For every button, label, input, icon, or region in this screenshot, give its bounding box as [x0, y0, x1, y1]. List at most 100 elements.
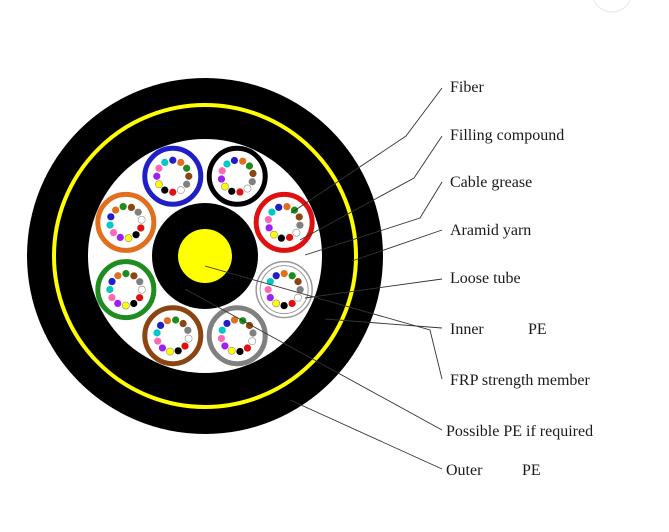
loose-tube-wall [255, 260, 313, 319]
fiber [130, 272, 138, 280]
fiber [114, 272, 122, 280]
loose-tube [253, 191, 315, 253]
fiber [268, 208, 276, 216]
fiber [107, 213, 115, 221]
fiber [295, 213, 303, 221]
leader-outer-pe [289, 399, 443, 470]
leader-filling-compound [299, 135, 443, 241]
fiber [184, 334, 193, 343]
fiber [169, 156, 177, 164]
fiber [275, 203, 283, 211]
fiber [161, 186, 169, 194]
fiber [265, 224, 273, 232]
fiber [283, 203, 291, 211]
leader-loose-tube [304, 278, 443, 299]
fiber [264, 215, 273, 224]
fiber [121, 301, 130, 310]
fiber [288, 299, 296, 308]
fiber [266, 293, 274, 302]
fiber [114, 299, 122, 308]
label-inner-pe-word: Inner [450, 321, 484, 338]
fiber [153, 329, 161, 337]
loose-tube-wall [142, 305, 204, 367]
fiber [137, 285, 146, 294]
fiber [249, 329, 257, 337]
fiber [183, 180, 191, 188]
fiber [239, 157, 247, 165]
fiber [158, 344, 167, 352]
fiber [137, 215, 146, 224]
fiber [280, 302, 288, 310]
fiber [155, 164, 163, 172]
fiber [294, 278, 302, 286]
fiber [156, 321, 165, 329]
label-outer-pe-word: Outer [446, 462, 483, 479]
loose-tube [206, 305, 268, 367]
cable-body [27, 78, 383, 434]
fiber [227, 346, 236, 355]
loose-tube-wall [206, 305, 268, 367]
fiber [230, 316, 239, 324]
leader-aramid-yarn [351, 229, 443, 262]
fiber [185, 172, 193, 180]
loose-tube-inner-wall [259, 265, 309, 315]
fiber [218, 167, 226, 175]
fiber [116, 233, 124, 241]
fiber [132, 231, 140, 239]
fiber [296, 286, 304, 294]
loose-tube-wall [253, 191, 315, 253]
fiber [228, 187, 236, 195]
loose-tube [95, 259, 157, 321]
labels: Fiber Filling compound Cable grease Aram… [446, 79, 593, 479]
fiber [266, 277, 274, 286]
fiber [288, 272, 296, 280]
leader-frp-strength-member [204, 265, 443, 380]
frp-strength-member-core [178, 229, 232, 283]
loose-tube [95, 191, 157, 253]
fiber [112, 206, 120, 214]
fiber [223, 160, 231, 168]
label-cable-grease: Cable grease [450, 174, 532, 191]
fiber [286, 233, 294, 242]
label-frp-strength-member: FRP strength member [450, 372, 591, 389]
fiber [122, 270, 130, 278]
label-loose-tube: Loose tube [450, 270, 521, 287]
fiber [294, 293, 302, 302]
leader-fiber [290, 87, 443, 214]
fiber [230, 156, 239, 165]
fiber [184, 326, 192, 334]
leader-inner-pe [324, 318, 443, 329]
fiber [106, 285, 114, 294]
fiber [130, 299, 138, 308]
label-fiber: Fiber [450, 79, 484, 96]
fiber [248, 337, 257, 346]
fiber [236, 188, 244, 196]
fiber [172, 316, 180, 324]
fiber [166, 347, 174, 356]
label-aramid-yarn: Aramid yarn [450, 222, 531, 239]
fiber [277, 234, 285, 242]
fiber [236, 347, 244, 356]
leader-lines [184, 87, 443, 470]
fiber [153, 172, 161, 180]
loose-tube [206, 145, 268, 207]
fiber [243, 344, 252, 352]
fiber [134, 208, 142, 216]
fiber [264, 285, 272, 294]
fiber [176, 186, 185, 195]
label-filling-compound: Filling compound [450, 127, 564, 144]
fiber [248, 178, 256, 186]
fiber [292, 228, 301, 237]
fiber [161, 158, 169, 167]
fiber [119, 203, 127, 211]
loose-tube [142, 305, 204, 367]
fiber [106, 221, 114, 229]
fiber [179, 319, 187, 328]
leader-cable-grease [304, 181, 443, 256]
fiber [249, 169, 257, 178]
fiber [154, 337, 162, 345]
fiber [124, 234, 133, 243]
fiber [155, 180, 163, 189]
fiber [217, 334, 226, 343]
fiber [183, 164, 191, 172]
